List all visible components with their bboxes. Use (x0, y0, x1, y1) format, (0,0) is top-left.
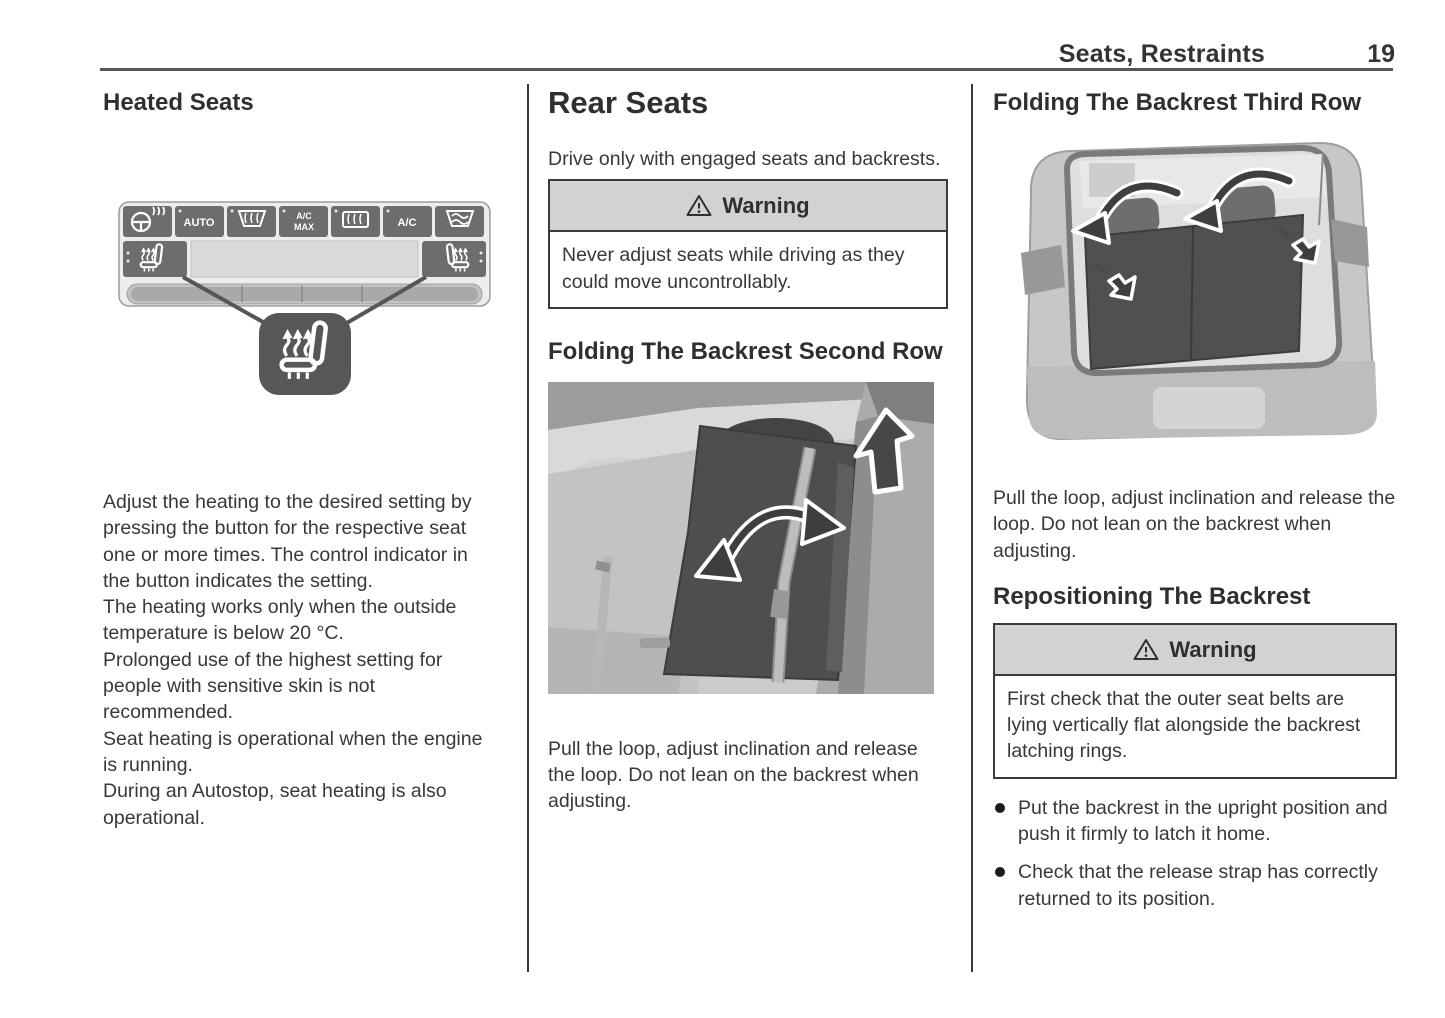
second-row-backrest-illustration (548, 381, 934, 694)
column-divider (527, 84, 529, 972)
taillight (1331, 219, 1369, 267)
warning-text: Never adjust seats while driving as they… (562, 244, 905, 293)
warning-body: Never adjust seats while driving as they… (550, 232, 946, 307)
list-item-text: Put the backrest in the upright position… (1018, 796, 1388, 846)
section-heading-folding-second-row: Folding The Backrest Second Row (548, 337, 943, 365)
column-divider (971, 84, 973, 972)
heated-steering-wheel-button (123, 206, 172, 237)
intro-paragraph: Drive only with engaged seats and backre… (548, 148, 941, 170)
chapter-title: Seats, Restraints (1058, 40, 1265, 68)
up-arrow (853, 407, 915, 495)
auto-button: AUTO (175, 206, 224, 237)
paragraph: Prolonged use of the highest setting for… (103, 648, 443, 724)
warning-triangle-icon (1133, 638, 1159, 660)
rocker-key-bar (126, 283, 483, 305)
warning-body: First check that the outer seat belts ar… (995, 675, 1395, 777)
license-plate-area (1153, 387, 1265, 429)
section-heading-heated-seats: Heated Seats (103, 89, 254, 116)
paragraph: The heating works only when the outside … (103, 596, 457, 645)
third-row-backrest-illustration (1001, 135, 1386, 445)
warning-header: Warning (550, 181, 946, 233)
latch-arrow (1093, 262, 1137, 301)
warning-box: Warning Never adjust seats while driving… (548, 179, 948, 309)
list-item: Put the backrest in the upright position… (993, 795, 1397, 848)
section-heading-rear-seats: Rear Seats (548, 85, 709, 120)
latch-arrow (1277, 226, 1321, 265)
left-seat-heating-button (123, 241, 187, 277)
backrest-panel (1083, 213, 1305, 371)
page-number: 19 (1367, 40, 1395, 68)
headrest (1216, 185, 1276, 227)
section-heading-repositioning: Repositioning The Backrest (993, 582, 1311, 610)
caption-paragraph: Pull the loop, adjust inclination and re… (548, 737, 919, 813)
rear-window-defrost-button (331, 206, 380, 237)
climate-display (190, 240, 419, 278)
warning-title: Warning (722, 193, 810, 219)
windshield-defrost-button (227, 206, 276, 237)
right-seat-heating-button (422, 241, 486, 277)
list-item-text: Check that the release strap has correct… (1018, 861, 1378, 910)
warning-box: Warning First check that the outer seat … (993, 622, 1397, 779)
warning-header: Warning (995, 624, 1395, 676)
ac-max-button: A/C MAX (279, 206, 328, 237)
column-left: Heated Seats (103, 86, 495, 831)
bullet-icon (995, 802, 1005, 813)
warning-triangle-icon (686, 195, 712, 217)
ac-label: A/C (398, 217, 417, 229)
auto-label: AUTO (184, 217, 215, 229)
climate-control-panel-illustration: AUTO A/C MAX (118, 201, 491, 395)
column-middle: Rear Seats Drive only with engaged seats… (548, 84, 948, 815)
paragraph: During an Autostop, seat heating is also… (103, 780, 447, 829)
warning-title: Warning (1169, 636, 1257, 662)
paragraph: Adjust the heating to the desired settin… (103, 491, 472, 592)
max-defrost-button (435, 206, 484, 237)
header-rule (100, 68, 1393, 71)
heated-seat-callout-icon (259, 313, 351, 395)
paragraph: Seat heating is operational when the eng… (103, 727, 483, 776)
warning-text: First check that the outer seat belts ar… (1007, 687, 1361, 763)
ac-max-label-line2: MAX (294, 222, 314, 232)
caption-paragraph: Pull the loop, adjust inclination and re… (993, 487, 1396, 562)
bullet-icon (995, 867, 1005, 878)
column-right: Folding The Backrest Third Row (993, 86, 1397, 924)
headrest (1104, 197, 1160, 237)
instruction-list: Put the backrest in the upright position… (993, 795, 1397, 912)
taillight (1021, 245, 1065, 295)
list-item: Check that the release strap has correct… (993, 859, 1397, 912)
heated-seats-text: Adjust the heating to the desired settin… (103, 489, 495, 831)
ac-button: A/C (383, 206, 432, 237)
ac-max-label-line1: A/C (296, 211, 312, 221)
section-heading-folding-third-row: Folding The Backrest Third Row (993, 89, 1362, 116)
